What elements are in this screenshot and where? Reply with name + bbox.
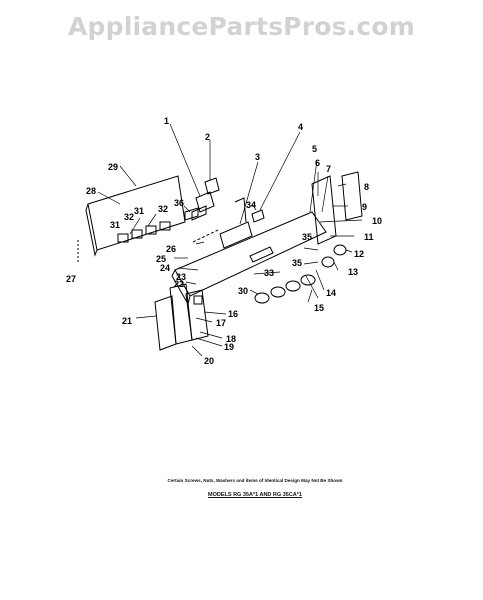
callout-20: 20 [204,356,214,366]
callout-24: 24 [160,263,170,273]
callout-9: 9 [362,202,367,212]
callout-32a: 32 [124,212,134,222]
callout-13: 13 [348,267,358,277]
callout-34: 34 [246,200,256,210]
callout-27: 27 [66,274,76,284]
callout-3: 3 [255,152,260,162]
callout-28: 28 [86,186,96,196]
callout-36: 36 [174,198,184,208]
callout-31a: 31 [134,206,144,216]
footnote: Certain Screws, Nuts, Washers and items … [167,478,343,483]
callout-22: 22 [174,279,184,289]
site-watermark: AppliancePartsPros.com [67,12,416,41]
callout-7: 7 [326,164,331,174]
callout-29: 29 [108,162,118,172]
callout-21: 21 [122,316,132,326]
models-caption: MODELS RG 35A*1 AND RG 35CA*1 [208,492,302,498]
control-panel [174,211,327,297]
callout-10: 10 [372,216,382,226]
callout-32b: 32 [158,204,168,214]
callout-26: 26 [166,244,176,254]
callout-16: 16 [228,309,238,319]
callout-35b: 35 [292,258,302,268]
callout-5: 5 [312,144,317,154]
callout-2: 2 [205,132,210,142]
callout-30: 30 [238,286,248,296]
callout-14: 14 [326,288,336,298]
callout-18: 18 [226,334,236,344]
callout-11: 11 [364,232,374,242]
callout-19: 19 [224,342,234,352]
callout-33: 33 [264,268,274,278]
back-panel [87,175,186,251]
callout-17: 17 [216,318,226,328]
callout-6: 6 [315,158,320,168]
callout-25: 25 [156,254,166,264]
callout-15: 15 [314,303,324,313]
callout-12: 12 [354,249,364,259]
callout-1: 1 [164,116,169,126]
callout-23: 23 [176,272,186,282]
callout-8: 8 [364,182,369,192]
callout-labels: 1 2 3 4 5 6 7 8 9 10 11 12 13 14 15 16 1… [66,116,382,366]
callout-35a: 35 [302,232,312,242]
callout-4: 4 [298,122,303,132]
callout-31b: 31 [110,220,120,230]
